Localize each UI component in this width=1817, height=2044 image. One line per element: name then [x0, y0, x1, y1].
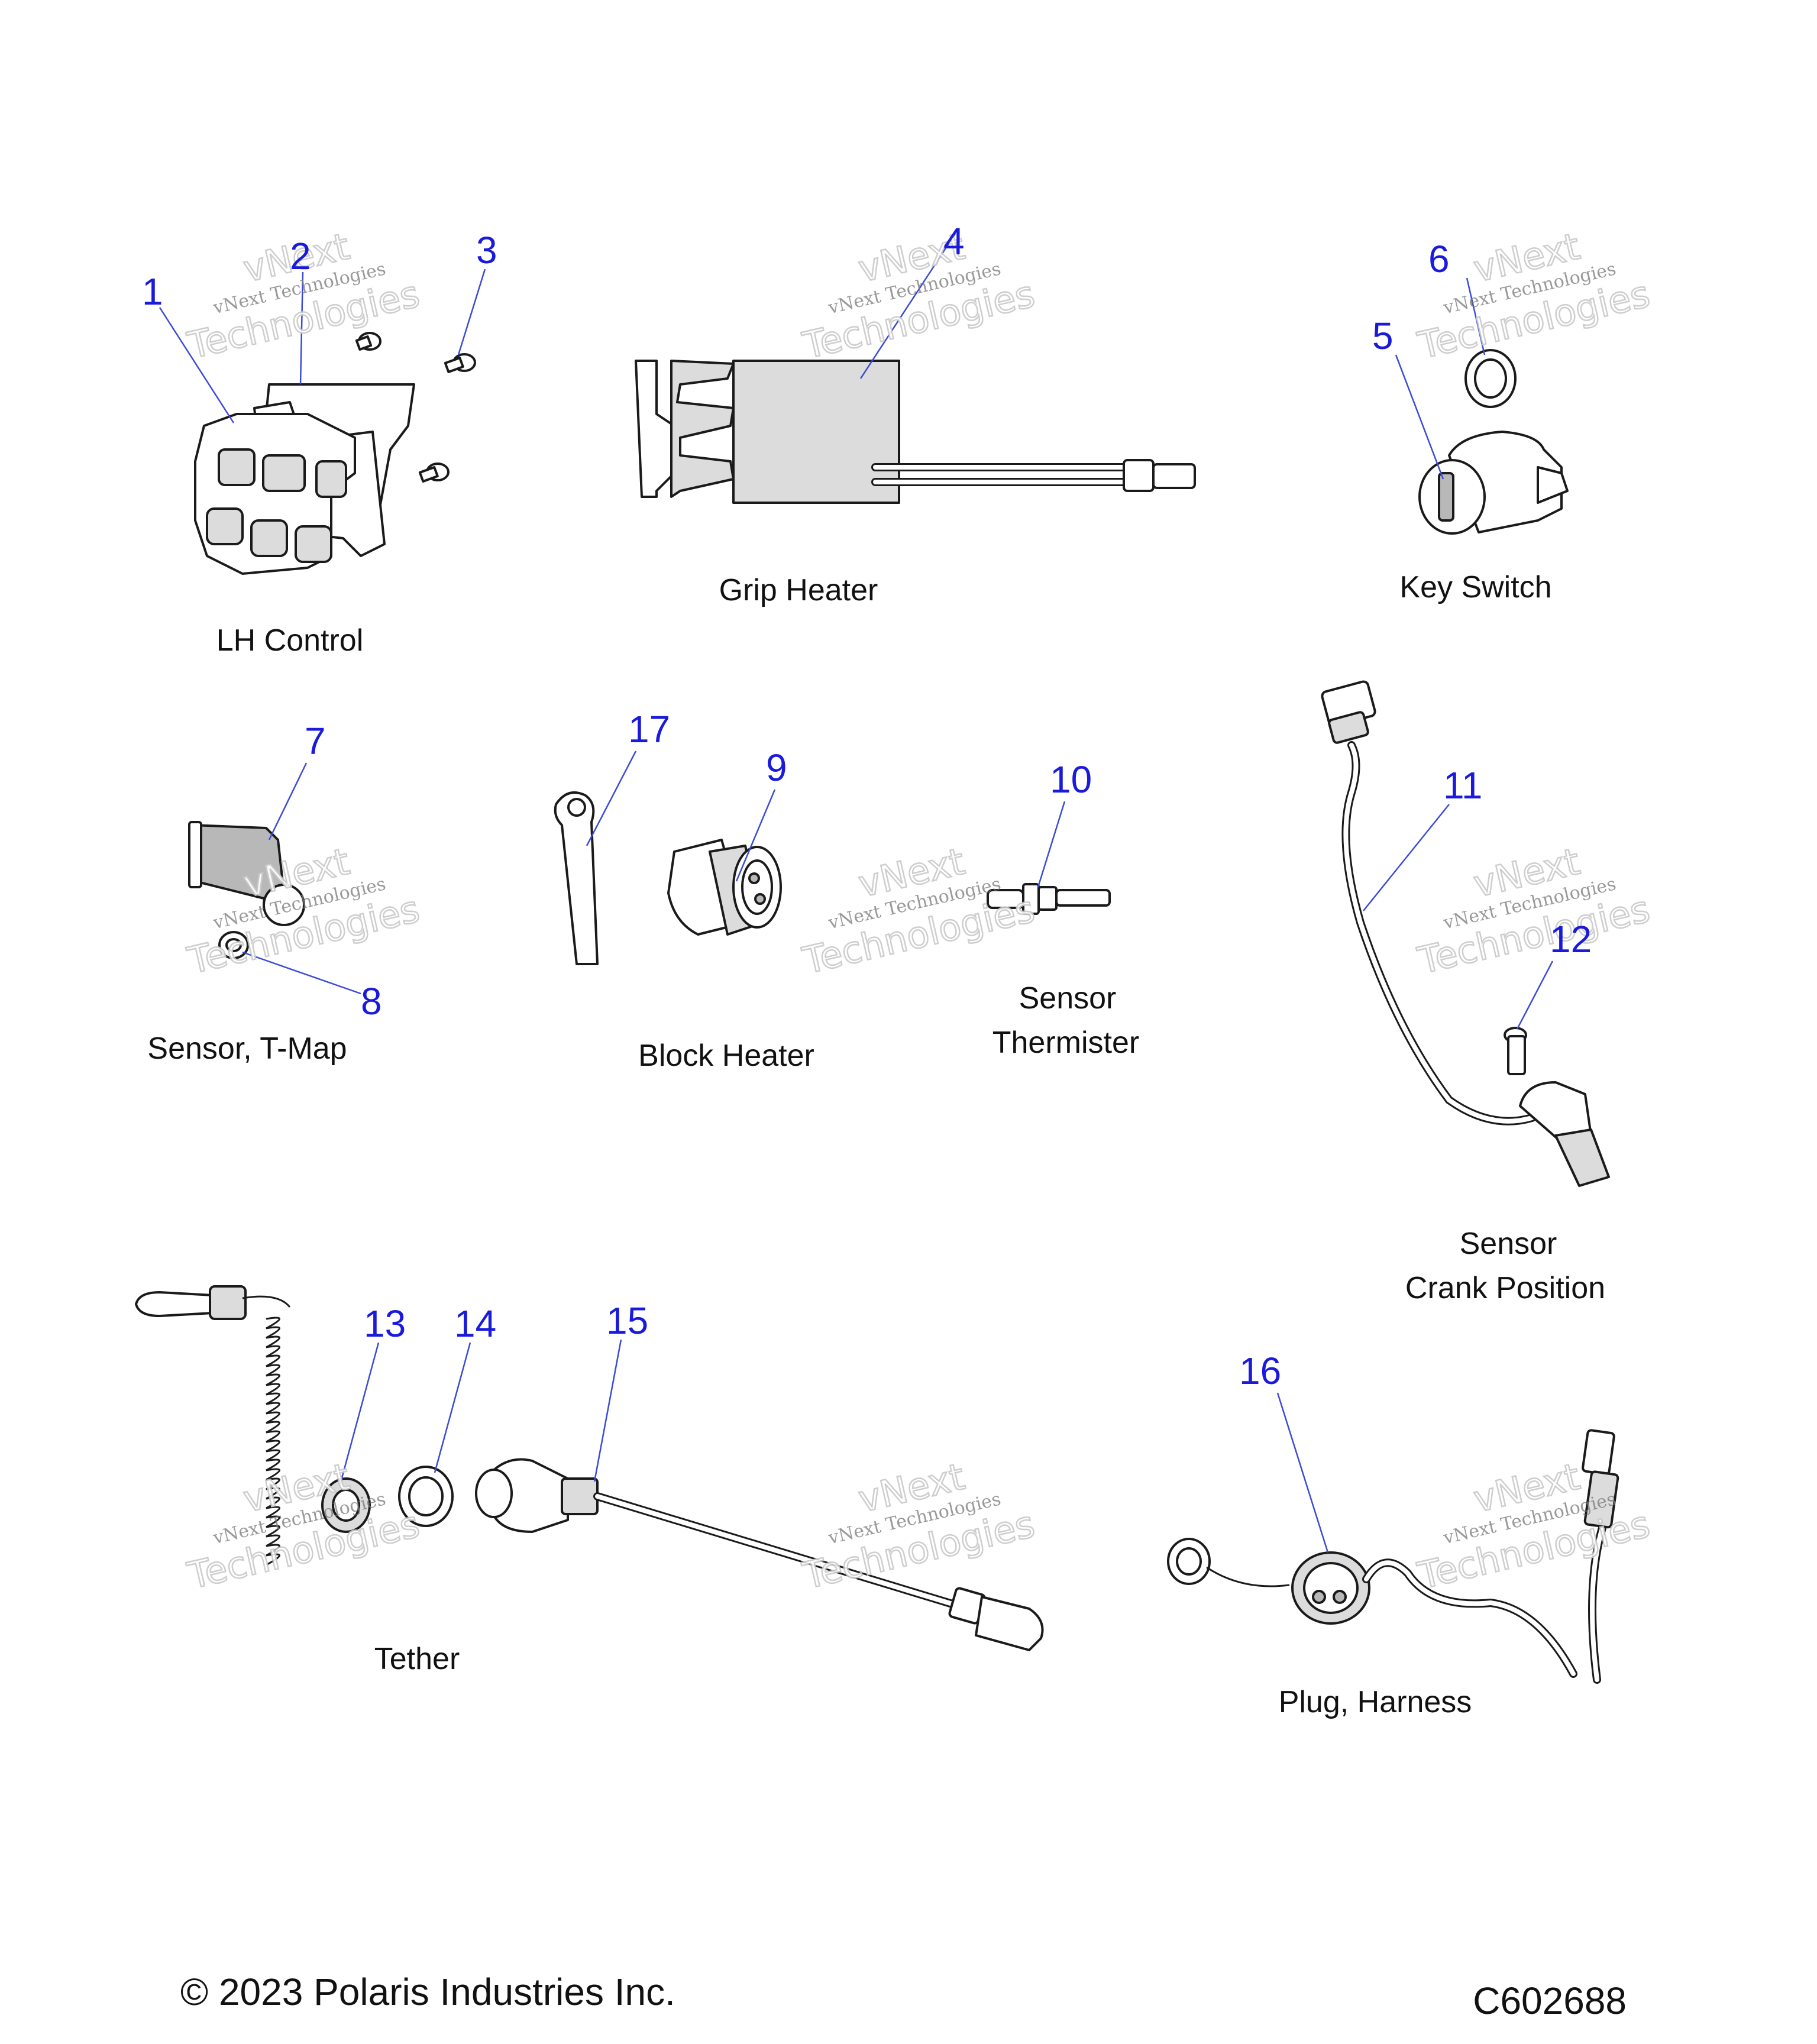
watermark: vNext Technologies vNext Technologies — [1413, 224, 1654, 368]
grip-heater-part — [635, 233, 1196, 504]
caption-key-switch: Key Switch — [1399, 570, 1551, 604]
callout-10: 10 — [1050, 758, 1092, 801]
caption-grip-heater: Grip Heater — [719, 573, 878, 607]
block-heater-part — [554, 751, 782, 965]
o-ring-icon — [218, 931, 249, 959]
lh-control-assembly — [159, 269, 486, 575]
caption-thermister-1: Sensor — [1019, 981, 1117, 1015]
tether-assembly — [135, 1285, 1044, 1651]
callout-4: 4 — [943, 220, 965, 263]
key-switch-part — [1395, 277, 1569, 535]
callout-7: 7 — [305, 720, 326, 762]
coil-cord-icon — [266, 1317, 280, 1566]
callout-9: 9 — [766, 746, 787, 789]
thermister-sensor-part — [987, 801, 1111, 915]
screw-icon — [418, 463, 450, 483]
callout-1: 1 — [142, 270, 163, 313]
svg-text:vNext: vNext — [1470, 1455, 1584, 1521]
nut-icon — [398, 1466, 454, 1527]
watermark: vNext Technologies vNext Technologies — [798, 224, 1039, 368]
callout-5: 5 — [1372, 315, 1394, 357]
callout-6: 6 — [1428, 238, 1450, 280]
callout-2: 2 — [290, 235, 311, 277]
callout-17: 17 — [628, 708, 670, 751]
watermark: vNext Technologies vNext Technologies — [183, 1454, 424, 1598]
watermark: vNext Technologies vNext Technologies — [1413, 839, 1654, 983]
callout-14: 14 — [454, 1302, 496, 1345]
callout-12: 12 — [1550, 918, 1592, 960]
bolt-icon — [1504, 1027, 1527, 1075]
copyright-text: © 2023 Polaris Industries Inc. — [180, 1971, 675, 2013]
caption-sensor-tmap: Sensor, T-Map — [147, 1031, 347, 1066]
watermark: vNext Technologies vNext Technologies — [798, 839, 1039, 983]
caption-block-heater: Block Heater — [638, 1039, 814, 1073]
caption-crank-1: Sensor — [1460, 1227, 1557, 1261]
screw-icon — [444, 353, 476, 373]
screw-icon — [355, 332, 381, 351]
callout-13: 13 — [364, 1302, 406, 1345]
callout-3: 3 — [476, 229, 497, 271]
tmap-sensor-part — [188, 762, 361, 995]
callout-16: 16 — [1239, 1350, 1281, 1392]
caption-lh-control: LH Control — [216, 623, 364, 658]
diagram-id: C602688 — [1473, 1980, 1627, 2022]
watermark: vNext Technologies vNext Technologies — [1413, 1454, 1654, 1598]
callout-15: 15 — [606, 1299, 648, 1342]
caption-plug-harness: Plug, Harness — [1279, 1685, 1472, 1719]
watermark: vNext Technologies vNext Technologies — [798, 1454, 1039, 1598]
caption-thermister-2: Thermister — [992, 1026, 1139, 1060]
callout-8: 8 — [361, 980, 382, 1023]
caption-tether: Tether — [374, 1642, 460, 1676]
crank-position-sensor-part — [1321, 680, 1610, 1187]
callout-11: 11 — [1443, 764, 1482, 807]
harness-plug-part — [1167, 1392, 1619, 1684]
caption-crank-2: Crank Position — [1405, 1271, 1605, 1305]
